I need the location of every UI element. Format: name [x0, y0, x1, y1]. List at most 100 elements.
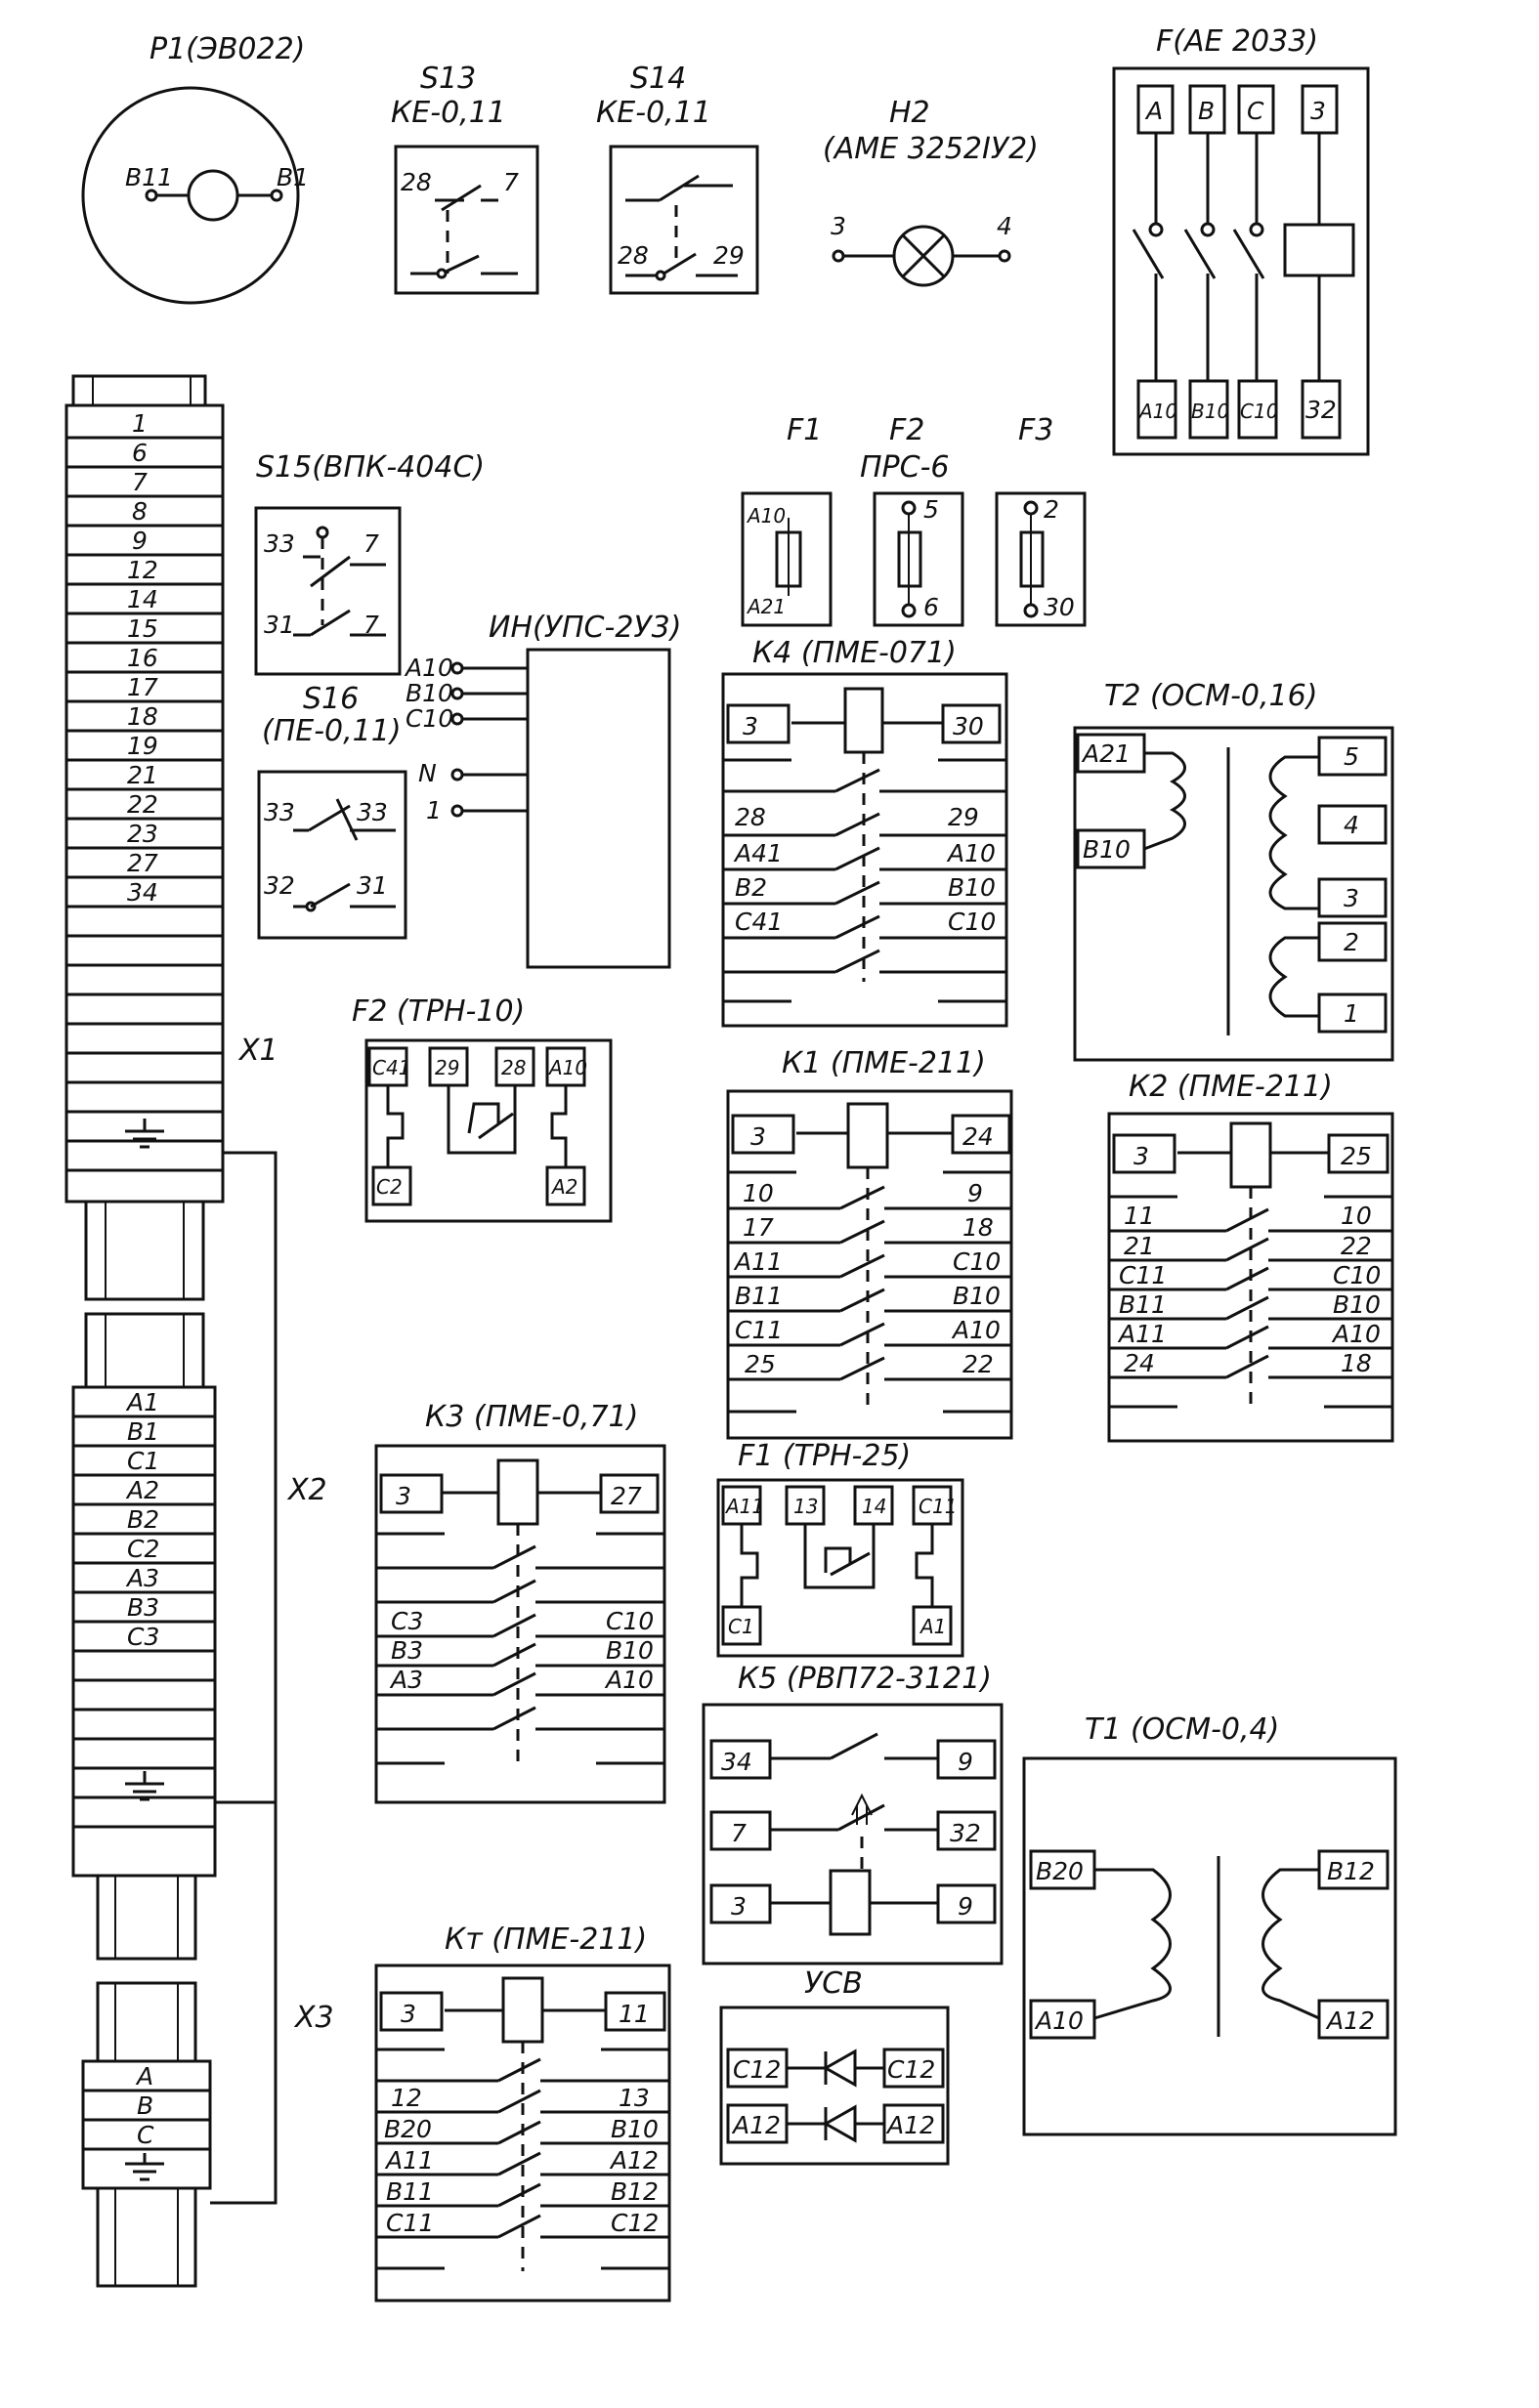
k1-right-terminals: 24 9 18 C10 B10 A10 22 [943, 1114, 1011, 1414]
f-breaker-title: F(АЕ 2033) [1156, 24, 1318, 59]
ucv-terminal: C12 [887, 2055, 935, 2084]
k1-terminal: A10 [951, 1316, 1001, 1344]
k3-terminal: C10 [606, 1607, 654, 1635]
k3-right-terminals: 27 C10 B10 A10 [596, 1473, 664, 1765]
k5-timer-relay: К5 (РВП72-3121) 34 7 3 9 32 9 [702, 1662, 1004, 1965]
t1-terminal: B20 [1036, 1857, 1084, 1885]
diode-icon [787, 2104, 884, 2143]
k1-title: К1 (ПМЕ-211) [782, 1046, 986, 1080]
f2-relay-terminal: 29 [435, 1056, 459, 1079]
s13-title: S13 [420, 62, 476, 96]
k2-title: К2 (ПМЕ-211) [1129, 1070, 1333, 1104]
k5-terminal: 3 [731, 1892, 747, 1921]
k3-terminal: 3 [396, 1482, 411, 1510]
diode-icon [787, 2049, 884, 2088]
f-breaker-terminal-32: 32 [1305, 396, 1337, 424]
k4-terminal: C10 [948, 908, 996, 936]
f1-relay-terminal: A1 [919, 1615, 946, 1638]
x2-terminal: C1 [127, 1447, 159, 1475]
k1-terminal: B10 [953, 1282, 1001, 1310]
k4-left-terminals: 3 28 A41 B2 C41 [723, 703, 791, 1003]
k1-terminal: A11 [733, 1247, 783, 1276]
k3-terminal: B10 [606, 1636, 654, 1665]
x1-terminal: 18 [127, 702, 158, 731]
fuse-f2: 5 6 [873, 491, 964, 627]
k2-terminal: B10 [1333, 1290, 1381, 1319]
k3-terminal: A10 [604, 1666, 654, 1694]
f1-relay-terminal: A11 [724, 1495, 764, 1518]
p1-terminal-left: B11 [125, 163, 173, 191]
in-block-input: B10 [406, 679, 453, 707]
fuse-f1: A10 A21 [741, 491, 833, 627]
k2-terminal: 25 [1341, 1142, 1372, 1170]
t1-terminal: B12 [1327, 1857, 1375, 1885]
kt-title: Кт (ПМЕ-211) [445, 1922, 647, 1957]
x1-terminal: 27 [127, 849, 158, 877]
x1-terminal-labels: 1 6 7 8 9 12 14 15 16 17 18 19 21 22 23 … [127, 409, 158, 907]
f2-relay-terminal: 28 [501, 1056, 526, 1079]
k1-terminal: 18 [962, 1213, 994, 1242]
s13-type: КЕ-0,11 [391, 96, 506, 130]
kt-left-terminals: 3 12 B20 A11 B11 C11 [376, 1991, 445, 2270]
s13-terminal-28: 28 [401, 168, 432, 196]
t2-title: Т2 (ОСМ-0,16) [1104, 679, 1317, 713]
x1-terminal: 15 [127, 614, 158, 643]
k2-terminal: A10 [1331, 1320, 1381, 1348]
f-breaker-contacts [1132, 133, 1355, 381]
k4-terminal: C41 [735, 908, 783, 936]
s14-switch: S14 КЕ-0,11 28 29 [596, 62, 759, 295]
ucv-title: УСВ [804, 1966, 863, 2001]
x3-terminal-strip: A B C X3 [81, 1981, 334, 2288]
s14-terminal-29: 29 [713, 241, 745, 270]
k3-title: К3 (ПМЕ-0,71) [425, 1400, 638, 1434]
k2-left-terminals: 3 11 21 C11 B11 A11 24 [1109, 1133, 1177, 1409]
kt-terminal: 12 [391, 2084, 422, 2112]
x2-terminal: A1 [125, 1388, 159, 1416]
s15-title: S15(ВПК-404С) [256, 450, 485, 485]
ucv-diode-block: УСВ C12 A12 C12 A12 [719, 1966, 950, 2166]
k4-contacts [791, 768, 938, 974]
x1-terminal: 21 [127, 761, 158, 789]
k3-contacts [445, 1544, 596, 1731]
f-breaker-bottom-terminals: A10 B10 C10 32 [1136, 379, 1342, 440]
s16-terminal: 32 [264, 871, 295, 900]
k1-terminal: 9 [967, 1179, 983, 1207]
k2-terminal: 10 [1341, 1202, 1372, 1230]
h2-type: (АМЕ 3252IУ2) [823, 132, 1039, 166]
in-block-title: ИН(УПС-2У3) [489, 611, 681, 645]
x2-terminal: A2 [125, 1476, 159, 1504]
k1-terminal: C10 [953, 1247, 1001, 1276]
s13-terminal-7: 7 [503, 168, 519, 196]
fuse-f3: 2 30 [995, 491, 1087, 627]
fuse-f2-label: F2 [889, 413, 924, 447]
ucv-terminal: A12 [885, 2111, 935, 2139]
x1-terminal: 9 [132, 527, 148, 555]
x1-terminal: 1 [132, 409, 148, 438]
f-breaker-terminal-b: B [1198, 97, 1215, 125]
k3-contactor: К3 (ПМЕ-0,71) 3 C3 B3 A3 [374, 1400, 666, 1804]
fuse-f2-terminal: 6 [923, 593, 939, 621]
s15-terminal: 7 [363, 611, 379, 639]
x3-terminal: A [135, 2062, 153, 2091]
kt-terminal: 11 [619, 2000, 650, 2028]
kt-contactor: Кт (ПМЕ-211) 3 12 B20 A11 B11 C11 [374, 1922, 671, 2302]
t1-terminal: A12 [1325, 2007, 1375, 2035]
x1-terminal: 14 [127, 585, 158, 613]
s15-terminal: 33 [264, 529, 295, 558]
f1-relay-title: F1 (ТРН-25) [738, 1439, 911, 1473]
x2-terminal: B3 [127, 1593, 159, 1622]
k3-left-terminals: 3 C3 B3 A3 [376, 1473, 445, 1765]
x2-terminal: B2 [127, 1505, 159, 1534]
kt-terminal: B10 [611, 2115, 659, 2143]
kt-terminal: B12 [611, 2177, 659, 2206]
k4-title: К4 (ПМЕ-071) [752, 636, 957, 670]
t1-transformer: Т1 (ОСМ-0,4) B20 A10 B12 A12 [1022, 1712, 1397, 2136]
k4-terminal: A41 [733, 839, 783, 867]
fuse-f3-label: F3 [1018, 413, 1053, 447]
k2-terminal: 11 [1124, 1202, 1155, 1230]
k1-contactor: К1 (ПМЕ-211) 3 10 17 A11 B11 C11 25 [726, 1046, 1013, 1440]
fuse-f2-terminal: 5 [923, 495, 939, 524]
f-breaker-terminal-a: A [1144, 97, 1163, 125]
k2-terminal: A11 [1117, 1320, 1167, 1348]
x1-terminal: 6 [132, 439, 148, 467]
